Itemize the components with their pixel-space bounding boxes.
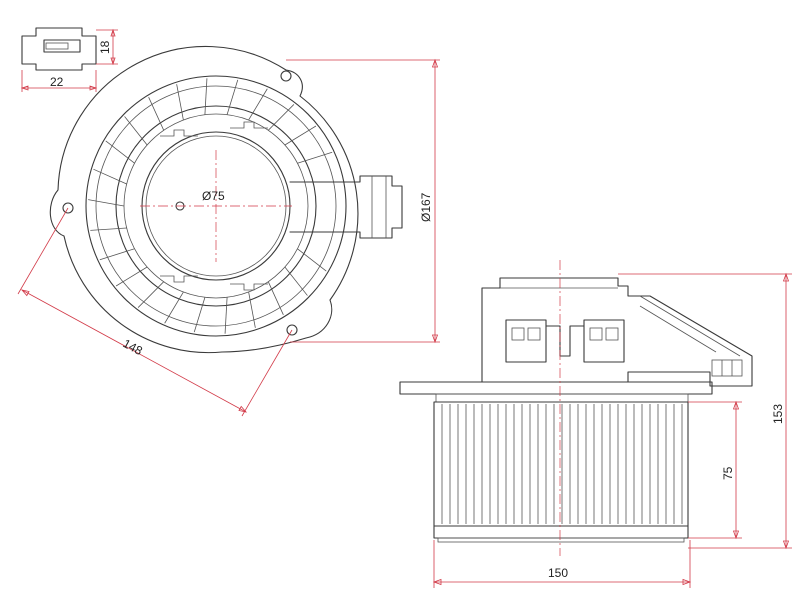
overall-height-label: 153 — [771, 404, 785, 424]
front-view — [49, 45, 403, 354]
overall-width-label: 150 — [548, 566, 568, 580]
overall-height-dimension — [618, 272, 792, 550]
wheel-height-label: 75 — [721, 466, 735, 480]
connector-height-label: 18 — [98, 40, 112, 54]
outer-diameter-dimension — [286, 58, 440, 344]
overall-width-dimension — [432, 540, 692, 588]
hub-diameter-label: Ø75 — [202, 189, 225, 203]
connector-width-label: 22 — [50, 75, 64, 89]
mount-distance-dimension — [17, 207, 293, 417]
connector-detail — [20, 27, 118, 92]
outer-diameter-label: Ø167 — [419, 192, 433, 222]
wheel-height-dimension — [688, 400, 742, 540]
side-view — [399, 260, 753, 556]
